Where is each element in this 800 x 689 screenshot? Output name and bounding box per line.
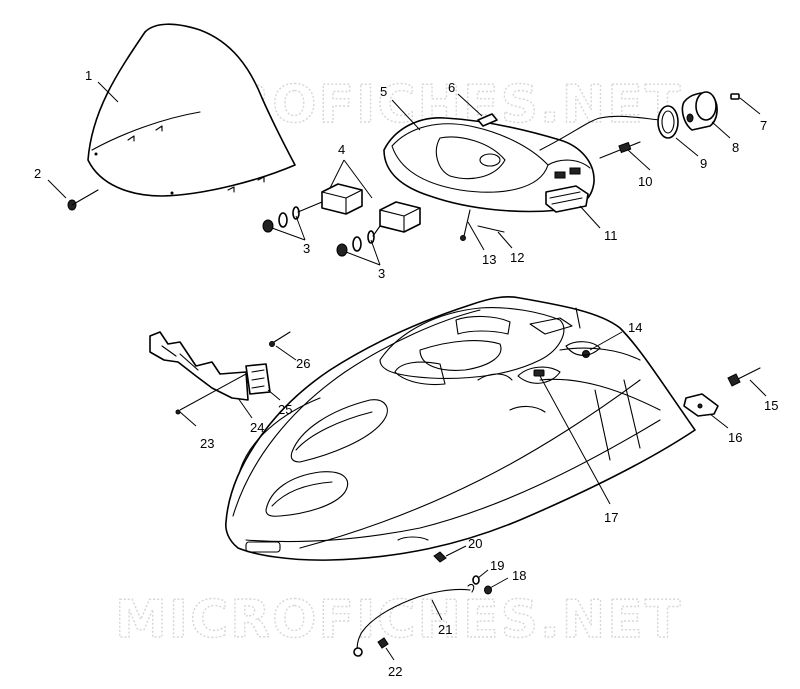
callout-11: 11 — [604, 228, 618, 243]
gauge-base — [545, 185, 589, 213]
fastener-23 — [175, 409, 181, 415]
nut-18 — [484, 585, 492, 595]
callout-3a: 3 — [303, 241, 310, 256]
callout-25: 25 — [278, 402, 292, 417]
nut-washer-set-lower — [336, 225, 381, 257]
mount-bracket-upper — [321, 183, 363, 215]
bracket-16 — [683, 393, 719, 417]
gauge — [681, 91, 718, 131]
cable-15 — [727, 367, 761, 387]
bolt-13 — [460, 209, 471, 241]
screw-14 — [565, 341, 601, 358]
side-panel — [149, 331, 249, 401]
gauge-ring — [657, 105, 679, 139]
callout-19: 19 — [490, 558, 504, 573]
callout-21: 21 — [438, 622, 452, 637]
rivet-26 — [269, 331, 291, 347]
callout-9: 9 — [700, 156, 707, 171]
decal-tag — [477, 113, 498, 127]
nut-washer-set-upper — [262, 201, 323, 233]
clip-22 — [377, 637, 389, 649]
windshield — [87, 23, 296, 197]
plate-25 — [245, 363, 271, 395]
callout-6: 6 — [448, 80, 455, 95]
callout-10: 10 — [638, 174, 652, 189]
watermark-bottom: MICROFICHES.NET — [115, 590, 682, 650]
washer-19 — [472, 575, 480, 585]
bolt-12 — [477, 225, 505, 233]
callout-16: 16 — [728, 430, 742, 445]
callout-13: 13 — [482, 252, 496, 267]
callout-12: 12 — [510, 250, 524, 265]
callout-4: 4 — [338, 142, 345, 157]
callout-24: 24 — [250, 420, 264, 435]
callout-3b: 3 — [378, 266, 385, 281]
callout-7: 7 — [760, 118, 767, 133]
cable-21 — [353, 583, 475, 657]
callout-8: 8 — [732, 140, 739, 155]
callout-1: 1 — [85, 68, 92, 83]
wire-harness — [539, 115, 661, 151]
latch — [517, 366, 561, 384]
callout-17: 17 — [604, 510, 618, 525]
switch-connector — [599, 141, 641, 159]
callout-20: 20 — [468, 536, 482, 551]
clip-20 — [433, 551, 447, 563]
hood — [225, 296, 696, 561]
callout-5: 5 — [380, 84, 387, 99]
callout-18: 18 — [512, 568, 526, 583]
callout-2: 2 — [34, 166, 41, 181]
callout-15: 15 — [764, 398, 778, 413]
mount-bracket-lower — [379, 201, 421, 233]
callout-23: 23 — [200, 436, 214, 451]
callout-22: 22 — [388, 664, 402, 679]
callout-14: 14 — [628, 320, 642, 335]
bulb — [730, 93, 740, 100]
callout-26: 26 — [296, 356, 310, 371]
screw-2 — [67, 189, 99, 211]
instrument-pod — [383, 117, 595, 213]
